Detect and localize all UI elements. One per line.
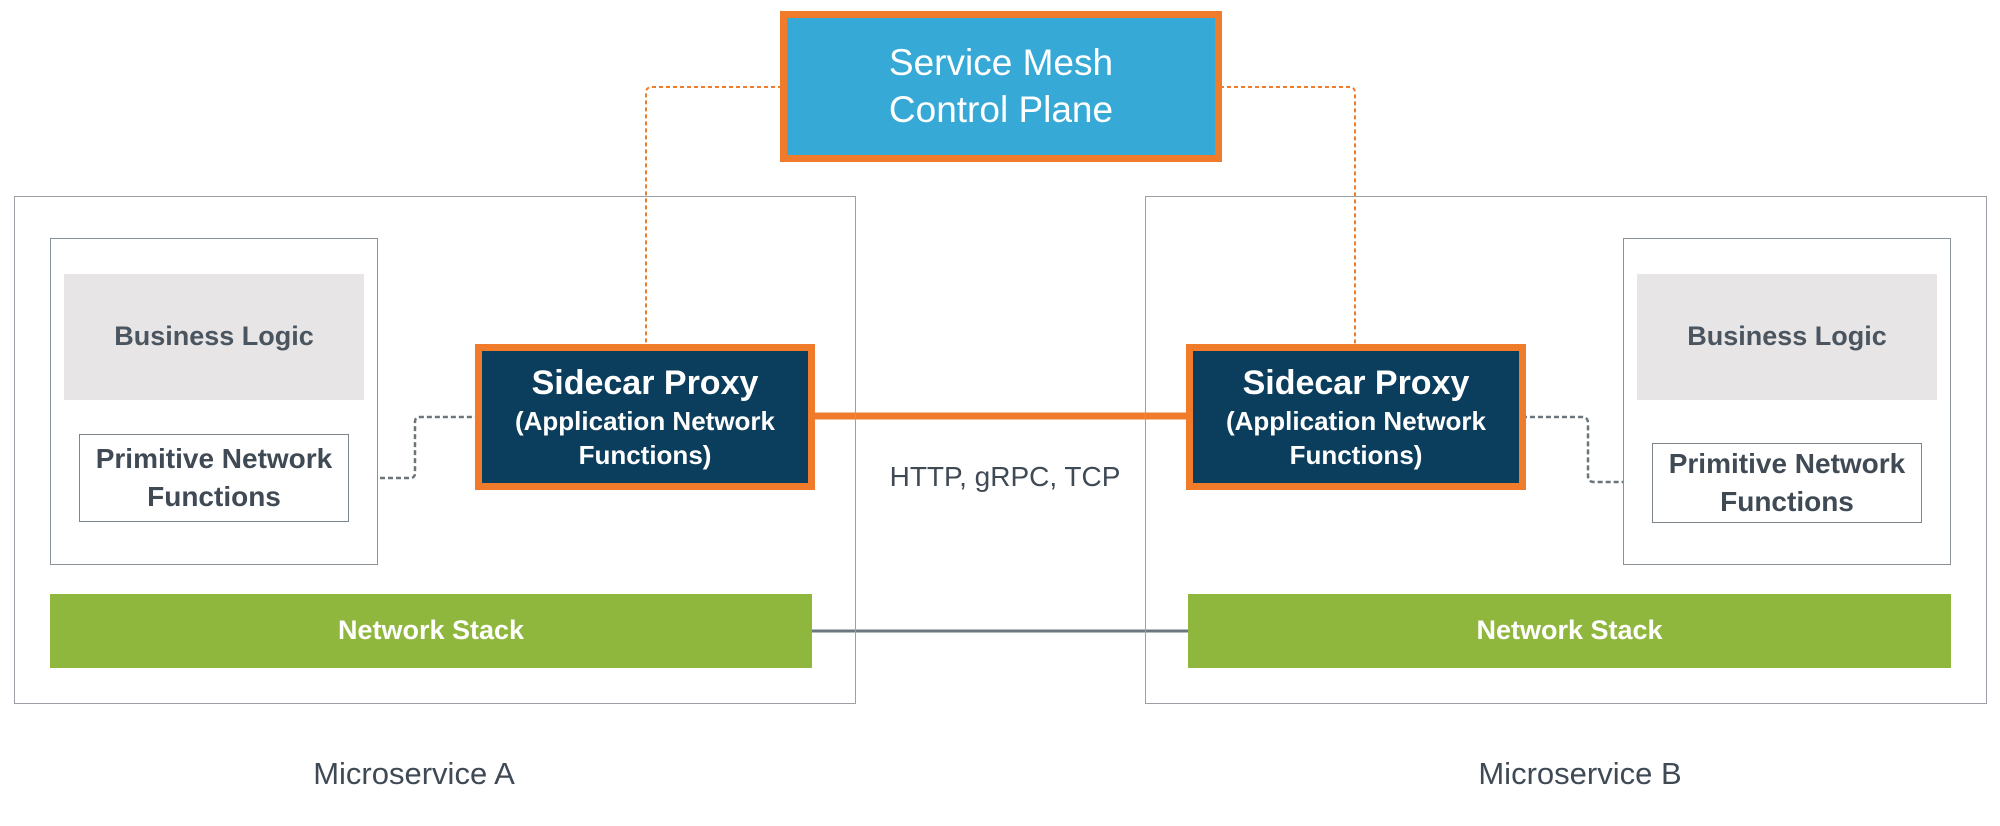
primitive-b-line2: Functions — [1720, 486, 1854, 517]
primitive-network-functions-a: Primitive Network Functions — [79, 434, 349, 522]
primitive-a-line2: Functions — [147, 481, 281, 512]
control-plane-box: Service Mesh Control Plane — [780, 11, 1222, 162]
microservice-a-label: Microservice A — [214, 752, 614, 796]
sidecar-proxy-b: Sidecar Proxy (Application Network Funct… — [1186, 344, 1526, 490]
sidecar-b-sub1: (Application Network — [1225, 406, 1486, 437]
sidecar-b-title: Sidecar Proxy — [1242, 364, 1470, 403]
microservice-b-frame — [1145, 196, 1987, 704]
sidecar-b-to-primitive-b-link — [1522, 415, 1652, 484]
primitive-network-functions-b: Primitive Network Functions — [1652, 443, 1922, 523]
network-stack-a-label: Network Stack — [337, 615, 525, 646]
sidecar-a-sub2: Functions) — [578, 440, 712, 471]
microservice-b-label-text: Microservice B — [1478, 755, 1682, 791]
sidecar-proxy-a: Sidecar Proxy (Application Network Funct… — [475, 344, 815, 490]
control-plane-to-sidecar-b-link — [1220, 86, 1356, 348]
microservice-a-frame — [14, 196, 856, 704]
control-plane-line2: Control Plane — [888, 88, 1114, 130]
business-logic-a-label: Business Logic — [114, 321, 314, 352]
network-stack-b-label: Network Stack — [1476, 615, 1663, 646]
control-plane-to-sidecar-a-link — [645, 86, 782, 348]
protocol-label: HTTP, gRPC, TCP — [855, 456, 1155, 496]
microservice-b-label: Microservice B — [1380, 752, 1780, 796]
network-stack-a: Network Stack — [50, 594, 812, 668]
control-plane-line1: Service Mesh — [888, 42, 1114, 84]
sidecar-b-sub2: Functions) — [1289, 440, 1423, 471]
business-logic-b: Business Logic — [1637, 274, 1937, 400]
protocol-label-text: HTTP, gRPC, TCP — [889, 460, 1121, 492]
primitive-a-line1: Primitive Network — [95, 443, 333, 475]
primitive-b-line1: Primitive Network — [1668, 448, 1906, 480]
microservice-a-label-text: Microservice A — [313, 755, 515, 791]
sidecar-a-sub1: (Application Network — [514, 406, 775, 437]
network-stack-b: Network Stack — [1188, 594, 1951, 668]
business-logic-b-label: Business Logic — [1687, 321, 1887, 352]
sidecar-a-title: Sidecar Proxy — [531, 364, 759, 403]
business-logic-a: Business Logic — [64, 274, 364, 400]
